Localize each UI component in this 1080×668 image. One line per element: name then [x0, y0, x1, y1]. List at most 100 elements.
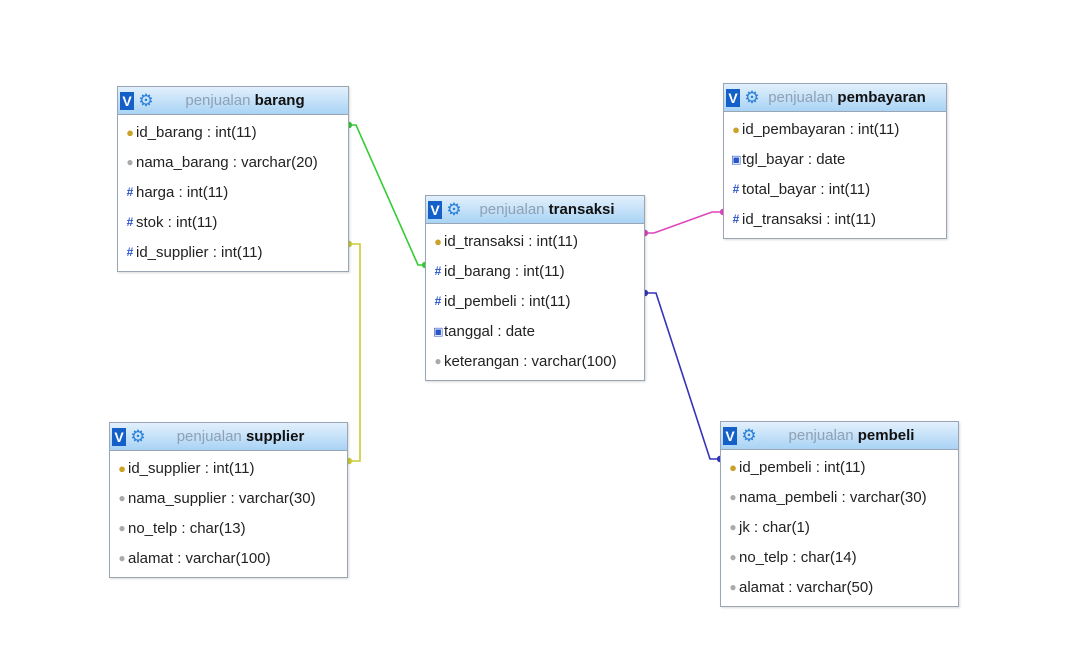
database-name: penjualan	[185, 92, 251, 109]
column-row[interactable]: ●id_transaksi : int(11)	[426, 226, 644, 256]
table-title: penjualan barang	[118, 87, 348, 115]
column-row[interactable]: ●nama_supplier : varchar(30)	[110, 483, 347, 513]
table-name: barang	[254, 92, 305, 109]
column-label: nama_supplier : varchar(30)	[128, 489, 316, 507]
table-header[interactable]: V ⚙ penjualan pembeli	[721, 422, 958, 450]
key-icon: ●	[434, 233, 442, 249]
column-label: total_bayar : int(11)	[742, 180, 871, 198]
column-row[interactable]: #total_bayar : int(11)	[724, 174, 946, 204]
column-row[interactable]: #id_barang : int(11)	[426, 256, 644, 286]
column-label: tanggal : date	[444, 322, 535, 340]
database-name: penjualan	[176, 428, 242, 445]
column-label: id_transaksi : int(11)	[742, 210, 876, 228]
column-row[interactable]: #id_transaksi : int(11)	[724, 204, 946, 234]
numeric-field-icon: #	[732, 182, 740, 196]
table-name: supplier	[245, 428, 305, 445]
column-row[interactable]: ●id_pembeli : int(11)	[721, 452, 958, 482]
relation-line-transaksi-to-pembayaran[interactable]	[645, 211, 723, 234]
column-row[interactable]: ●keterangan : varchar(100)	[426, 346, 644, 376]
table-name: pembayaran	[837, 89, 926, 106]
column-label: id_pembeli : int(11)	[739, 458, 866, 476]
database-name: penjualan	[788, 427, 854, 444]
collapse-toggle-button[interactable]: V	[120, 91, 134, 110]
key-icon: ●	[732, 121, 740, 137]
table-title: penjualan transaksi	[426, 196, 644, 224]
column-label: nama_barang : varchar(20)	[136, 153, 318, 171]
table-header[interactable]: V ⚙ penjualan pembayaran	[724, 84, 946, 112]
relation-line-supplier-to-barang[interactable]	[349, 243, 361, 462]
numeric-field-icon: #	[732, 212, 740, 226]
column-label: id_pembayaran : int(11)	[742, 120, 900, 138]
column-label: nama_pembeli : varchar(30)	[739, 488, 927, 506]
database-name: penjualan	[479, 201, 545, 218]
gear-icon[interactable]: ⚙	[446, 199, 462, 219]
column-row[interactable]: ●no_telp : char(14)	[721, 542, 958, 572]
numeric-field-icon: #	[434, 294, 442, 308]
text-field-icon: ●	[118, 491, 126, 505]
column-row[interactable]: ▣tgl_bayar : date	[724, 144, 946, 174]
column-label: no_telp : char(14)	[739, 548, 857, 566]
column-label: jk : char(1)	[739, 518, 810, 536]
column-row[interactable]: #id_supplier : int(11)	[118, 237, 348, 267]
text-field-icon: ●	[118, 521, 126, 535]
numeric-field-icon: #	[126, 245, 134, 259]
column-row[interactable]: ●nama_pembeli : varchar(30)	[721, 482, 958, 512]
numeric-field-icon: #	[126, 185, 134, 199]
column-row[interactable]: ●id_pembayaran : int(11)	[724, 114, 946, 144]
column-label: id_supplier : int(11)	[128, 459, 255, 477]
column-label: id_supplier : int(11)	[136, 243, 263, 261]
column-row[interactable]: ●id_barang : int(11)	[118, 117, 348, 147]
table-header[interactable]: V ⚙ penjualan barang	[118, 87, 348, 115]
column-label: alamat : varchar(100)	[128, 549, 271, 567]
column-row[interactable]: ●no_telp : char(13)	[110, 513, 347, 543]
column-row[interactable]: #harga : int(11)	[118, 177, 348, 207]
key-icon: ●	[118, 460, 126, 476]
table-title: penjualan pembayaran	[724, 84, 946, 112]
column-row[interactable]: ●nama_barang : varchar(20)	[118, 147, 348, 177]
text-field-icon: ●	[729, 520, 737, 534]
column-label: id_transaksi : int(11)	[444, 232, 578, 250]
table-pembayaran[interactable]: V ⚙ penjualan pembayaran ●id_pembayaran …	[723, 83, 947, 239]
gear-icon[interactable]: ⚙	[744, 87, 760, 107]
column-label: no_telp : char(13)	[128, 519, 246, 537]
numeric-field-icon: #	[126, 215, 134, 229]
column-label: id_barang : int(11)	[136, 123, 257, 141]
table-pembeli[interactable]: V ⚙ penjualan pembeli ●id_pembeli : int(…	[720, 421, 959, 607]
column-label: alamat : varchar(50)	[739, 578, 874, 596]
key-icon: ●	[729, 459, 737, 475]
column-row[interactable]: ●id_supplier : int(11)	[110, 453, 347, 483]
table-title: penjualan supplier	[110, 423, 347, 451]
gear-icon[interactable]: ⚙	[130, 426, 146, 446]
table-header[interactable]: V ⚙ penjualan transaksi	[426, 196, 644, 224]
gear-icon[interactable]: ⚙	[138, 90, 154, 110]
column-row[interactable]: #stok : int(11)	[118, 207, 348, 237]
text-field-icon: ●	[126, 155, 134, 169]
table-header[interactable]: V ⚙ penjualan supplier	[110, 423, 347, 451]
column-row[interactable]: ▣tanggal : date	[426, 316, 644, 346]
table-title: penjualan pembeli	[721, 422, 958, 450]
text-field-icon: ●	[729, 490, 737, 504]
text-field-icon: ●	[434, 354, 442, 368]
gear-icon[interactable]: ⚙	[741, 425, 757, 445]
column-label: stok : int(11)	[136, 213, 218, 231]
collapse-toggle-button[interactable]: V	[723, 426, 737, 445]
numeric-field-icon: #	[434, 264, 442, 278]
column-row[interactable]: ●alamat : varchar(100)	[110, 543, 347, 573]
collapse-toggle-button[interactable]: V	[428, 200, 442, 219]
column-label: tgl_bayar : date	[742, 150, 846, 168]
column-row[interactable]: #id_pembeli : int(11)	[426, 286, 644, 316]
collapse-toggle-button[interactable]: V	[726, 88, 740, 107]
table-barang[interactable]: V ⚙ penjualan barang ●id_barang : int(11…	[117, 86, 349, 272]
date-field-icon: ▣	[433, 325, 444, 338]
table-supplier[interactable]: V ⚙ penjualan supplier ●id_supplier : in…	[109, 422, 348, 578]
column-row[interactable]: ●jk : char(1)	[721, 512, 958, 542]
column-row[interactable]: ●alamat : varchar(50)	[721, 572, 958, 602]
table-transaksi[interactable]: V ⚙ penjualan transaksi ●id_transaksi : …	[425, 195, 645, 381]
collapse-toggle-button[interactable]: V	[112, 427, 126, 446]
relation-line-pembeli-to-transaksi[interactable]	[645, 292, 720, 460]
relation-line-barang-to-transaksi[interactable]	[349, 124, 425, 266]
column-label: id_barang : int(11)	[444, 262, 565, 280]
column-label: keterangan : varchar(100)	[444, 352, 617, 370]
text-field-icon: ●	[729, 550, 737, 564]
